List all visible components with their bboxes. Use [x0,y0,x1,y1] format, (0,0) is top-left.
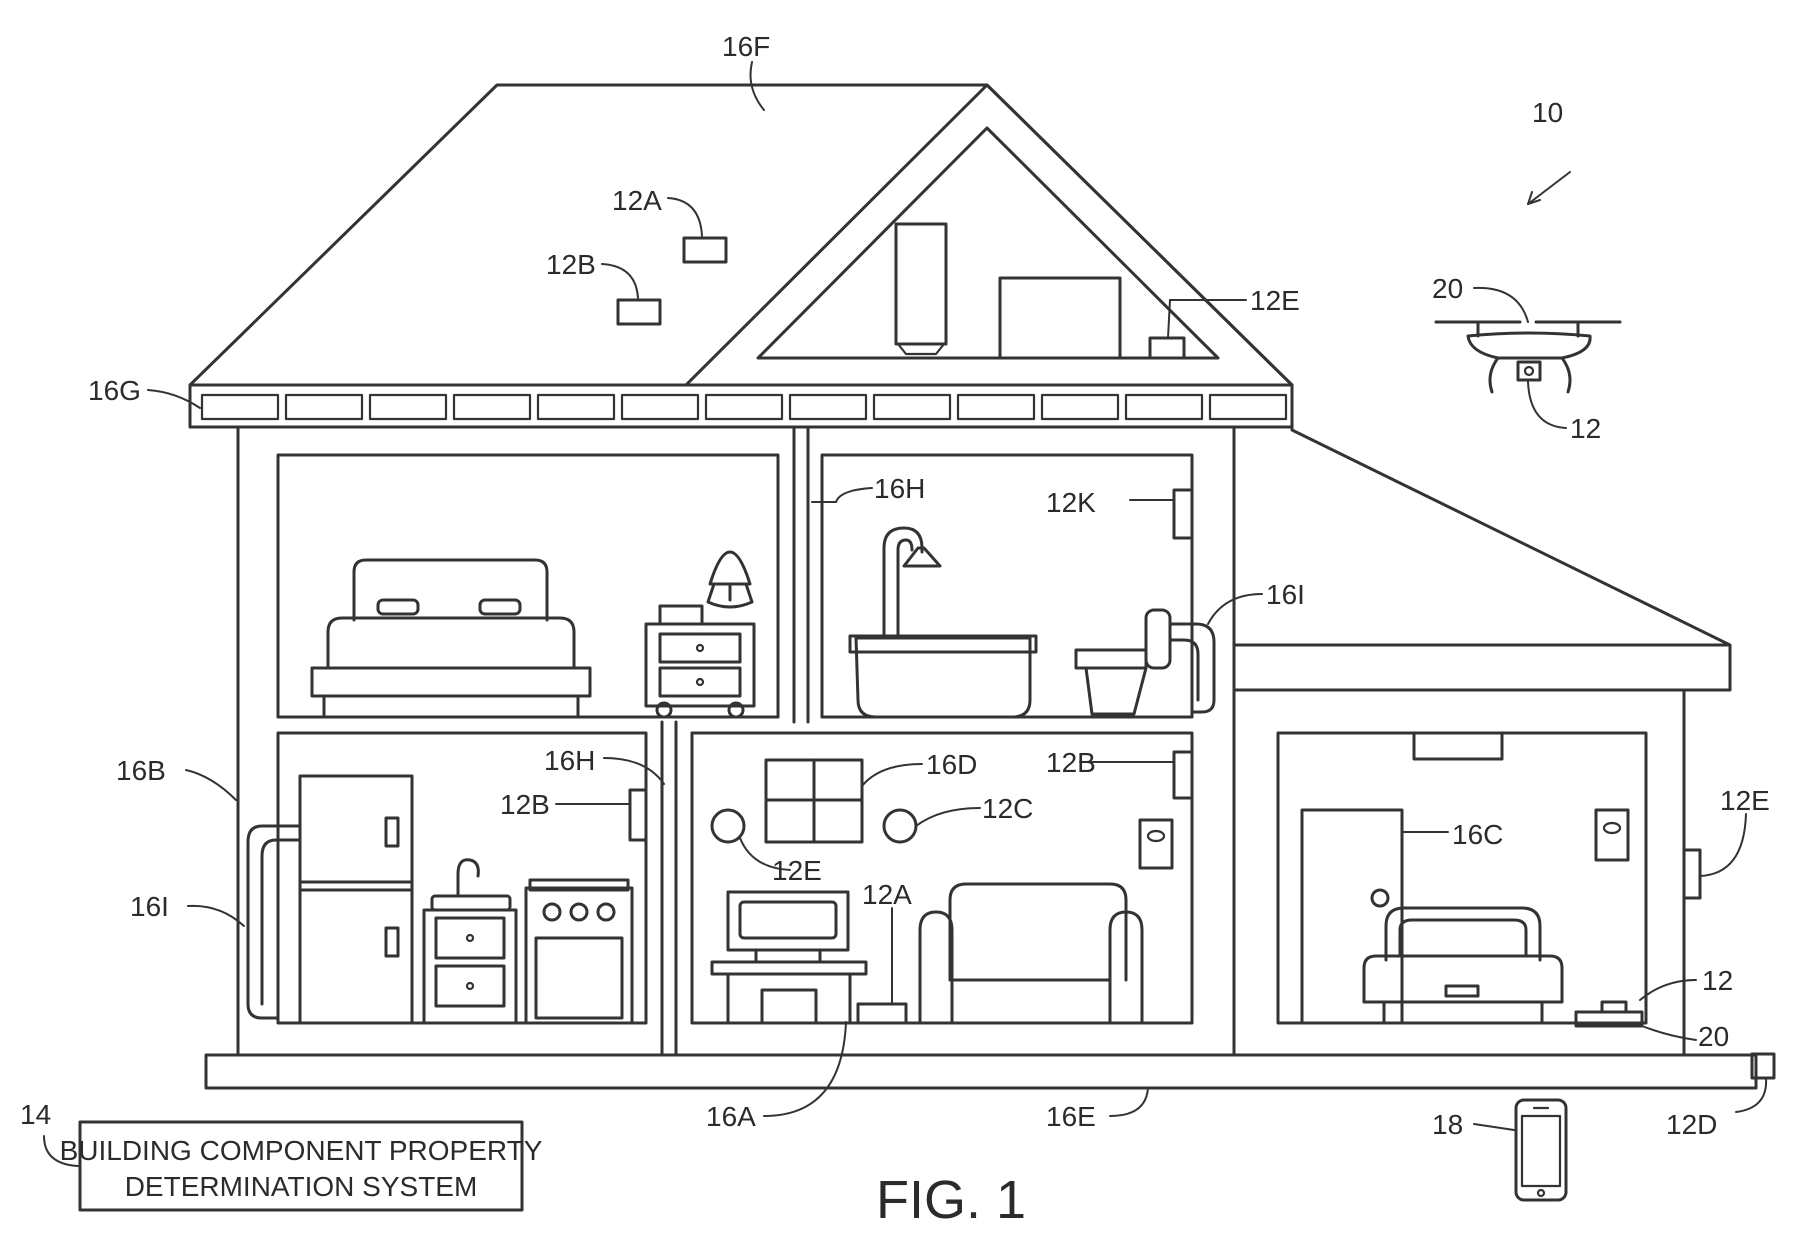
label-12K: 12K [1046,487,1096,518]
attic-cabinet-stand [896,342,946,356]
leader-lines [43,61,1768,1167]
label-12E-living: 12E [772,855,822,886]
garage-roof [1232,425,1732,692]
tv-stand [710,890,868,1025]
system-box-line2: DETERMINATION SYSTEM [125,1171,478,1202]
label-16D: 16D [926,749,977,780]
bathtub-shower [848,526,1038,719]
label-20-drone: 20 [1432,273,1463,304]
sensor-12A-living [856,1002,908,1025]
room-garage [1276,731,1648,1025]
front-gable [684,83,1294,387]
label-12B-living: 12B [1046,747,1096,778]
window-16D [764,758,864,844]
label-16E: 16E [1046,1101,1096,1132]
label-12D: 12D [1666,1109,1717,1140]
house [188,83,1758,1090]
room-living [690,731,1194,1025]
sensor-12B-kitchen [628,788,648,842]
label-16B: 16B [116,755,166,786]
sink-cabinet [422,858,518,1025]
label-16C: 16C [1452,819,1503,850]
room-bedroom [276,453,780,719]
pipe-16H-lower [660,720,678,1057]
figure-caption: FIG. 1 [876,1170,1026,1230]
label-12-drone: 12 [1570,413,1601,444]
gutter-strip [188,383,1294,429]
center-partition [792,425,810,724]
label-12C: 12C [982,793,1033,824]
label-12E-garage: 12E [1720,785,1770,816]
toilet [1074,608,1172,716]
garage-light [1412,731,1504,761]
system-box-14: BUILDING COMPONENT PROPERTY DETERMINATIO… [60,1120,543,1212]
attic-cabinet [894,222,948,346]
label-16I-bath: 16I [1266,579,1305,610]
door-knob [1370,888,1390,908]
sofa [918,882,1144,1025]
attic-box [998,276,1122,360]
gutter-panels [200,393,1288,421]
sensor-12C [882,808,918,844]
pipe-16I-bath [1168,622,1216,714]
system-box-line1: BUILDING COMPONENT PROPERTY [60,1135,543,1166]
bed [310,558,592,719]
thermostat-garage [1594,808,1630,862]
robot-20-garage [1574,1010,1644,1028]
label-12E-attic: 12E [1250,285,1300,316]
sensor-12A-roof [682,236,728,264]
label-16A: 16A [706,1101,756,1132]
thermostat-living [1138,818,1174,870]
label-12A-living: 12A [862,879,912,910]
sensor-12E-attic [1148,336,1186,360]
sensor-12D [1750,1052,1776,1080]
sensor-12B-roof [616,298,662,326]
phone-18 [1514,1098,1568,1202]
sensor-12B-living [1172,750,1194,800]
sensor-12E-garage [1682,848,1702,900]
pipe-16I-kitchen [246,824,302,1020]
main-roof [188,83,1294,387]
sensor-12K [1172,488,1194,540]
sensor-12E-living [710,808,746,844]
reference-labels: 10 16F 12A 12B 12E 20 12 16G 16H 12K 16I… [20,31,1770,1140]
label-12A-roof: 12A [612,185,662,216]
gable-inner [756,126,1220,360]
drone-20 [1434,320,1622,394]
label-14: 14 [20,1099,51,1130]
garage-door-16C [1300,808,1404,1025]
label-16F: 16F [722,31,770,62]
label-16H-upper: 16H [874,473,925,504]
label-18: 18 [1432,1109,1463,1140]
label-16I-kitchen: 16I [130,891,169,922]
refrigerator [298,774,414,1025]
foundation [204,1053,1758,1090]
label-16H-lower: 16H [544,745,595,776]
label-12-garage: 12 [1702,965,1733,996]
stove [524,878,634,1025]
label-10: 10 [1532,97,1563,128]
label-20-garage: 20 [1698,1021,1729,1052]
label-16G: 16G [88,375,141,406]
nightstand-lamp [644,550,756,719]
car [1362,906,1564,1025]
label-12B-roof: 12B [546,249,596,280]
label-12B-kitchen: 12B [500,789,550,820]
